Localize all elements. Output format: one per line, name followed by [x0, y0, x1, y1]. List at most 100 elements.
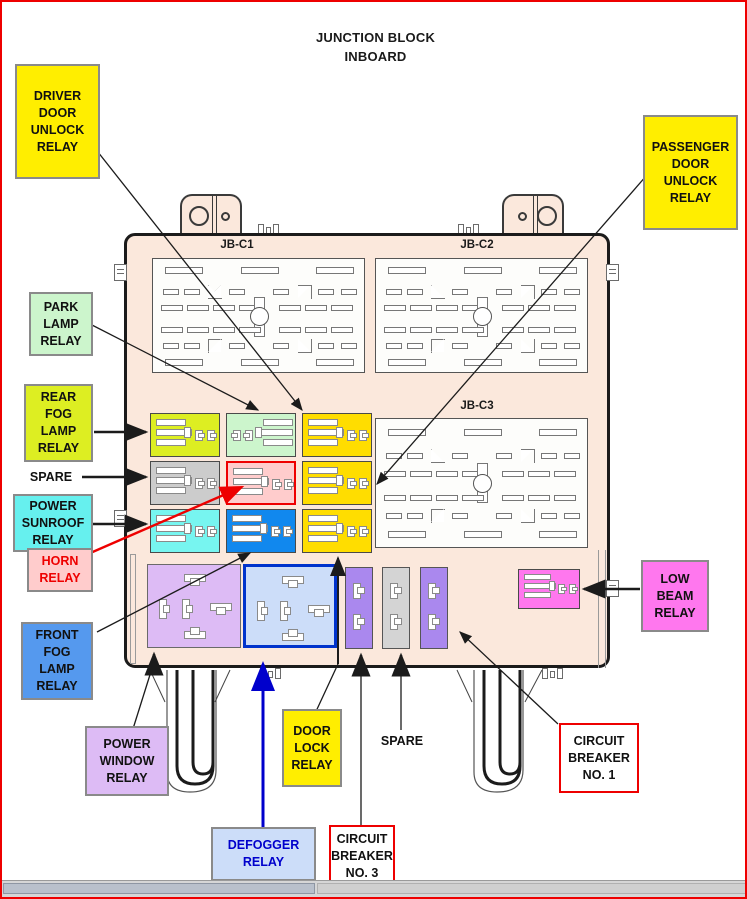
label-line: RELAY — [291, 757, 333, 772]
title-line-1: JUNCTION BLOCK — [315, 30, 436, 45]
label-rear-fog-lamp-relay[interactable]: REAR FOG LAMP RELAY — [24, 384, 93, 462]
spare-breaker-module[interactable] — [382, 567, 410, 649]
scrollbar-track[interactable] — [317, 883, 745, 894]
label-line: FRONT — [35, 628, 79, 642]
label-circuit-breaker-no1[interactable]: CIRCUIT BREAKER NO. 1 — [559, 723, 639, 793]
connector-label-jb-c2: JB-C2 — [460, 239, 494, 251]
label-line: BEAM — [656, 588, 694, 603]
label-power-window-relay[interactable]: POWER WINDOW RELAY — [85, 726, 169, 796]
relay-socket-front-fog-lamp[interactable] — [226, 509, 296, 553]
label-line: LOW — [660, 571, 690, 586]
mount-hole-small-left — [221, 212, 230, 221]
mount-hole-large-right — [537, 206, 557, 226]
label-line: SPARE — [29, 469, 73, 484]
label-line: RELAY — [36, 679, 78, 693]
mount-ear-divider-left — [212, 196, 217, 238]
mount-hole-large-left — [189, 206, 209, 226]
label-line: BREAKER — [568, 750, 630, 765]
circuit-breaker-no1-module[interactable] — [420, 567, 448, 649]
connector-label-jb-c1: JB-C1 — [220, 239, 254, 251]
title-line-2: INBOARD — [344, 49, 407, 64]
label-line: LAMP — [40, 424, 77, 438]
side-clip-right-upper — [606, 264, 619, 281]
relay-socket-defogger[interactable] — [243, 564, 337, 648]
label-line: FOG — [43, 645, 71, 659]
label-line: RELAY — [32, 532, 74, 547]
label-line: BREAKER — [331, 848, 393, 863]
label-line: HORN — [41, 554, 79, 568]
label-line: CIRCUIT — [573, 733, 625, 748]
connector-label-jb-c3: JB-C3 — [460, 400, 494, 412]
connector-jb-c1 — [152, 258, 365, 373]
label-line: DRIVER — [33, 88, 82, 103]
label-line: POWER — [29, 498, 77, 513]
relay-socket-low-beam[interactable] — [518, 569, 580, 609]
label-line: RELAY — [37, 441, 80, 455]
label-line: LAMP — [43, 316, 79, 331]
relay-socket-park-lamp[interactable] — [226, 413, 296, 457]
label-line: FOG — [44, 407, 73, 421]
label-line: DOOR — [38, 105, 77, 120]
label-spare-bottom: SPARE — [372, 730, 432, 752]
label-line: SUNROOF — [21, 515, 85, 530]
mount-hole-small-right — [518, 212, 527, 221]
label-front-fog-lamp-relay[interactable]: FRONT FOG LAMP RELAY — [21, 622, 93, 700]
horizontal-scrollbar[interactable] — [2, 880, 745, 897]
page-title: JUNCTION BLOCK INBOARD — [2, 28, 745, 66]
side-clip-left-lower — [114, 510, 127, 527]
label-line: PASSENGER — [651, 139, 730, 154]
label-line: LAMP — [39, 662, 75, 676]
label-line: UNLOCK — [663, 173, 718, 188]
label-line: RELAY — [106, 770, 148, 785]
relay-socket-third-yellow[interactable] — [302, 509, 372, 553]
label-power-sunroof-relay[interactable]: POWER SUNROOF RELAY — [13, 494, 93, 552]
bottom-clip-center — [260, 668, 282, 679]
label-line: RELAY — [39, 571, 81, 585]
label-line: RELAY — [40, 333, 82, 348]
scrollbar-thumb[interactable] — [3, 883, 315, 894]
relay-socket-passenger-door-unlock[interactable] — [302, 461, 372, 505]
label-line: DOOR — [671, 156, 710, 171]
label-low-beam-relay[interactable]: LOW BEAM RELAY — [641, 560, 709, 632]
label-line: POWER — [103, 736, 151, 751]
label-line: WINDOW — [99, 753, 155, 768]
label-line: DEFOGGER — [227, 838, 300, 852]
label-spare-left: SPARE — [18, 466, 84, 488]
mount-ear-right — [502, 194, 564, 238]
relay-socket-driver-door-unlock[interactable] — [302, 413, 372, 457]
label-defogger-relay[interactable]: DEFOGGER RELAY — [211, 827, 316, 881]
mount-ear-divider-right — [533, 196, 538, 238]
label-line: RELAY — [242, 855, 285, 869]
label-line: RELAY — [654, 605, 696, 620]
label-line: DOOR — [293, 723, 331, 738]
connector-jb-c3 — [375, 418, 588, 548]
label-door-lock-relay[interactable]: DOOR LOCK RELAY — [282, 709, 342, 787]
label-line: CIRCUIT — [336, 831, 388, 846]
side-clip-left-upper — [114, 264, 127, 281]
label-driver-door-unlock-relay[interactable]: DRIVER DOOR UNLOCK RELAY — [15, 64, 100, 179]
label-line: LOCK — [294, 740, 330, 755]
relay-socket-rear-fog-lamp[interactable] — [150, 413, 220, 457]
label-line: RELAY — [36, 139, 79, 154]
label-line: NO. 1 — [582, 767, 616, 782]
side-clip-right-lower — [606, 580, 619, 597]
relay-socket-horn[interactable] — [226, 461, 296, 505]
label-circuit-breaker-no3[interactable]: CIRCUIT BREAKER NO. 3 — [329, 825, 395, 887]
label-horn-relay[interactable]: HORN RELAY — [27, 548, 93, 592]
relay-socket-power-window[interactable] — [147, 564, 241, 648]
relay-socket-power-sunroof[interactable] — [150, 509, 220, 553]
relay-socket-spare-left[interactable] — [150, 461, 220, 505]
circuit-breaker-no3-module[interactable] — [345, 567, 373, 649]
label-line: NO. 3 — [345, 865, 379, 880]
label-park-lamp-relay[interactable]: PARK LAMP RELAY — [29, 292, 93, 356]
label-line: PARK — [43, 299, 79, 314]
right-inner-rail — [598, 550, 606, 668]
mount-ear-left — [180, 194, 242, 238]
label-line: UNLOCK — [30, 122, 85, 137]
bottom-clip-right — [542, 668, 564, 679]
label-passenger-door-unlock-relay[interactable]: PASSENGER DOOR UNLOCK RELAY — [643, 115, 738, 230]
label-line: SPARE — [380, 733, 424, 748]
label-line: RELAY — [669, 190, 712, 205]
label-line: REAR — [40, 390, 77, 404]
